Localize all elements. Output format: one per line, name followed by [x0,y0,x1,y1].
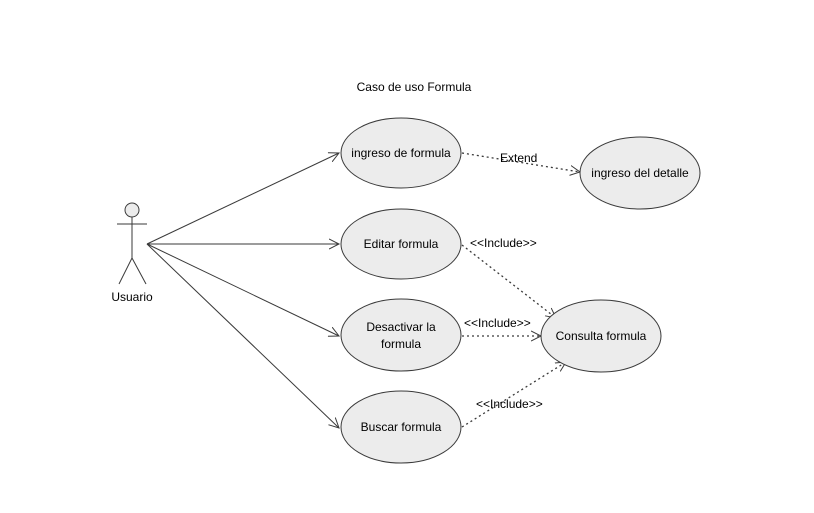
include-label-desactivar: <<Include>> [464,316,531,330]
diagram-title: Caso de uso Formula [357,80,472,94]
use-case-ingreso-formula[interactable]: ingreso de formula [340,117,462,189]
use-case-desactivar-formula[interactable]: Desactivar la formula [340,298,462,372]
actor-usuario[interactable]: Usuario [111,202,153,304]
use-case-desactivar-formula-shape [340,298,462,372]
dependency-lines [461,152,580,428]
association-ingreso-formula [146,153,339,245]
include-line-editar [461,244,556,318]
use-case-consulta-formula[interactable]: Consulta formula [540,299,662,373]
actor-right-leg [131,257,147,285]
association-buscar-formula [146,243,339,428]
use-case-buscar-formula-label: Buscar formula [361,420,442,434]
use-case-ingreso-detalle[interactable]: ingreso del detalle [579,136,701,210]
use-case-ingreso-formula-label: ingreso de formula [351,146,451,160]
include-line-buscar [461,362,566,428]
use-case-desactivar-formula-label-line1: Desactivar la [366,320,436,334]
use-case-buscar-formula-shape [340,390,462,464]
use-case-consulta-formula-shape [540,299,662,373]
association-desactivar-formula [146,243,339,336]
use-case-buscar-formula[interactable]: Buscar formula [340,390,462,464]
actor-head [124,202,140,218]
use-case-editar-formula-label: Editar formula [364,237,439,251]
association-lines [146,153,339,428]
include-label-buscar: <<Include>> [476,397,543,411]
use-case-desactivar-formula-label-line2: formula [381,337,421,351]
use-case-editar-formula[interactable]: Editar formula [340,208,462,280]
use-case-ingreso-formula-shape [340,117,462,189]
actor-left-leg [118,257,133,285]
actor-label: Usuario [111,290,153,304]
use-case-editar-formula-shape [340,208,462,280]
use-case-ingreso-detalle-label: ingreso del detalle [591,166,689,180]
include-label-editar: <<Include>> [470,236,537,250]
use-case-ingreso-detalle-shape [579,136,701,210]
extend-label: Extend [500,151,537,165]
use-case-consulta-formula-label: Consulta formula [556,329,647,343]
